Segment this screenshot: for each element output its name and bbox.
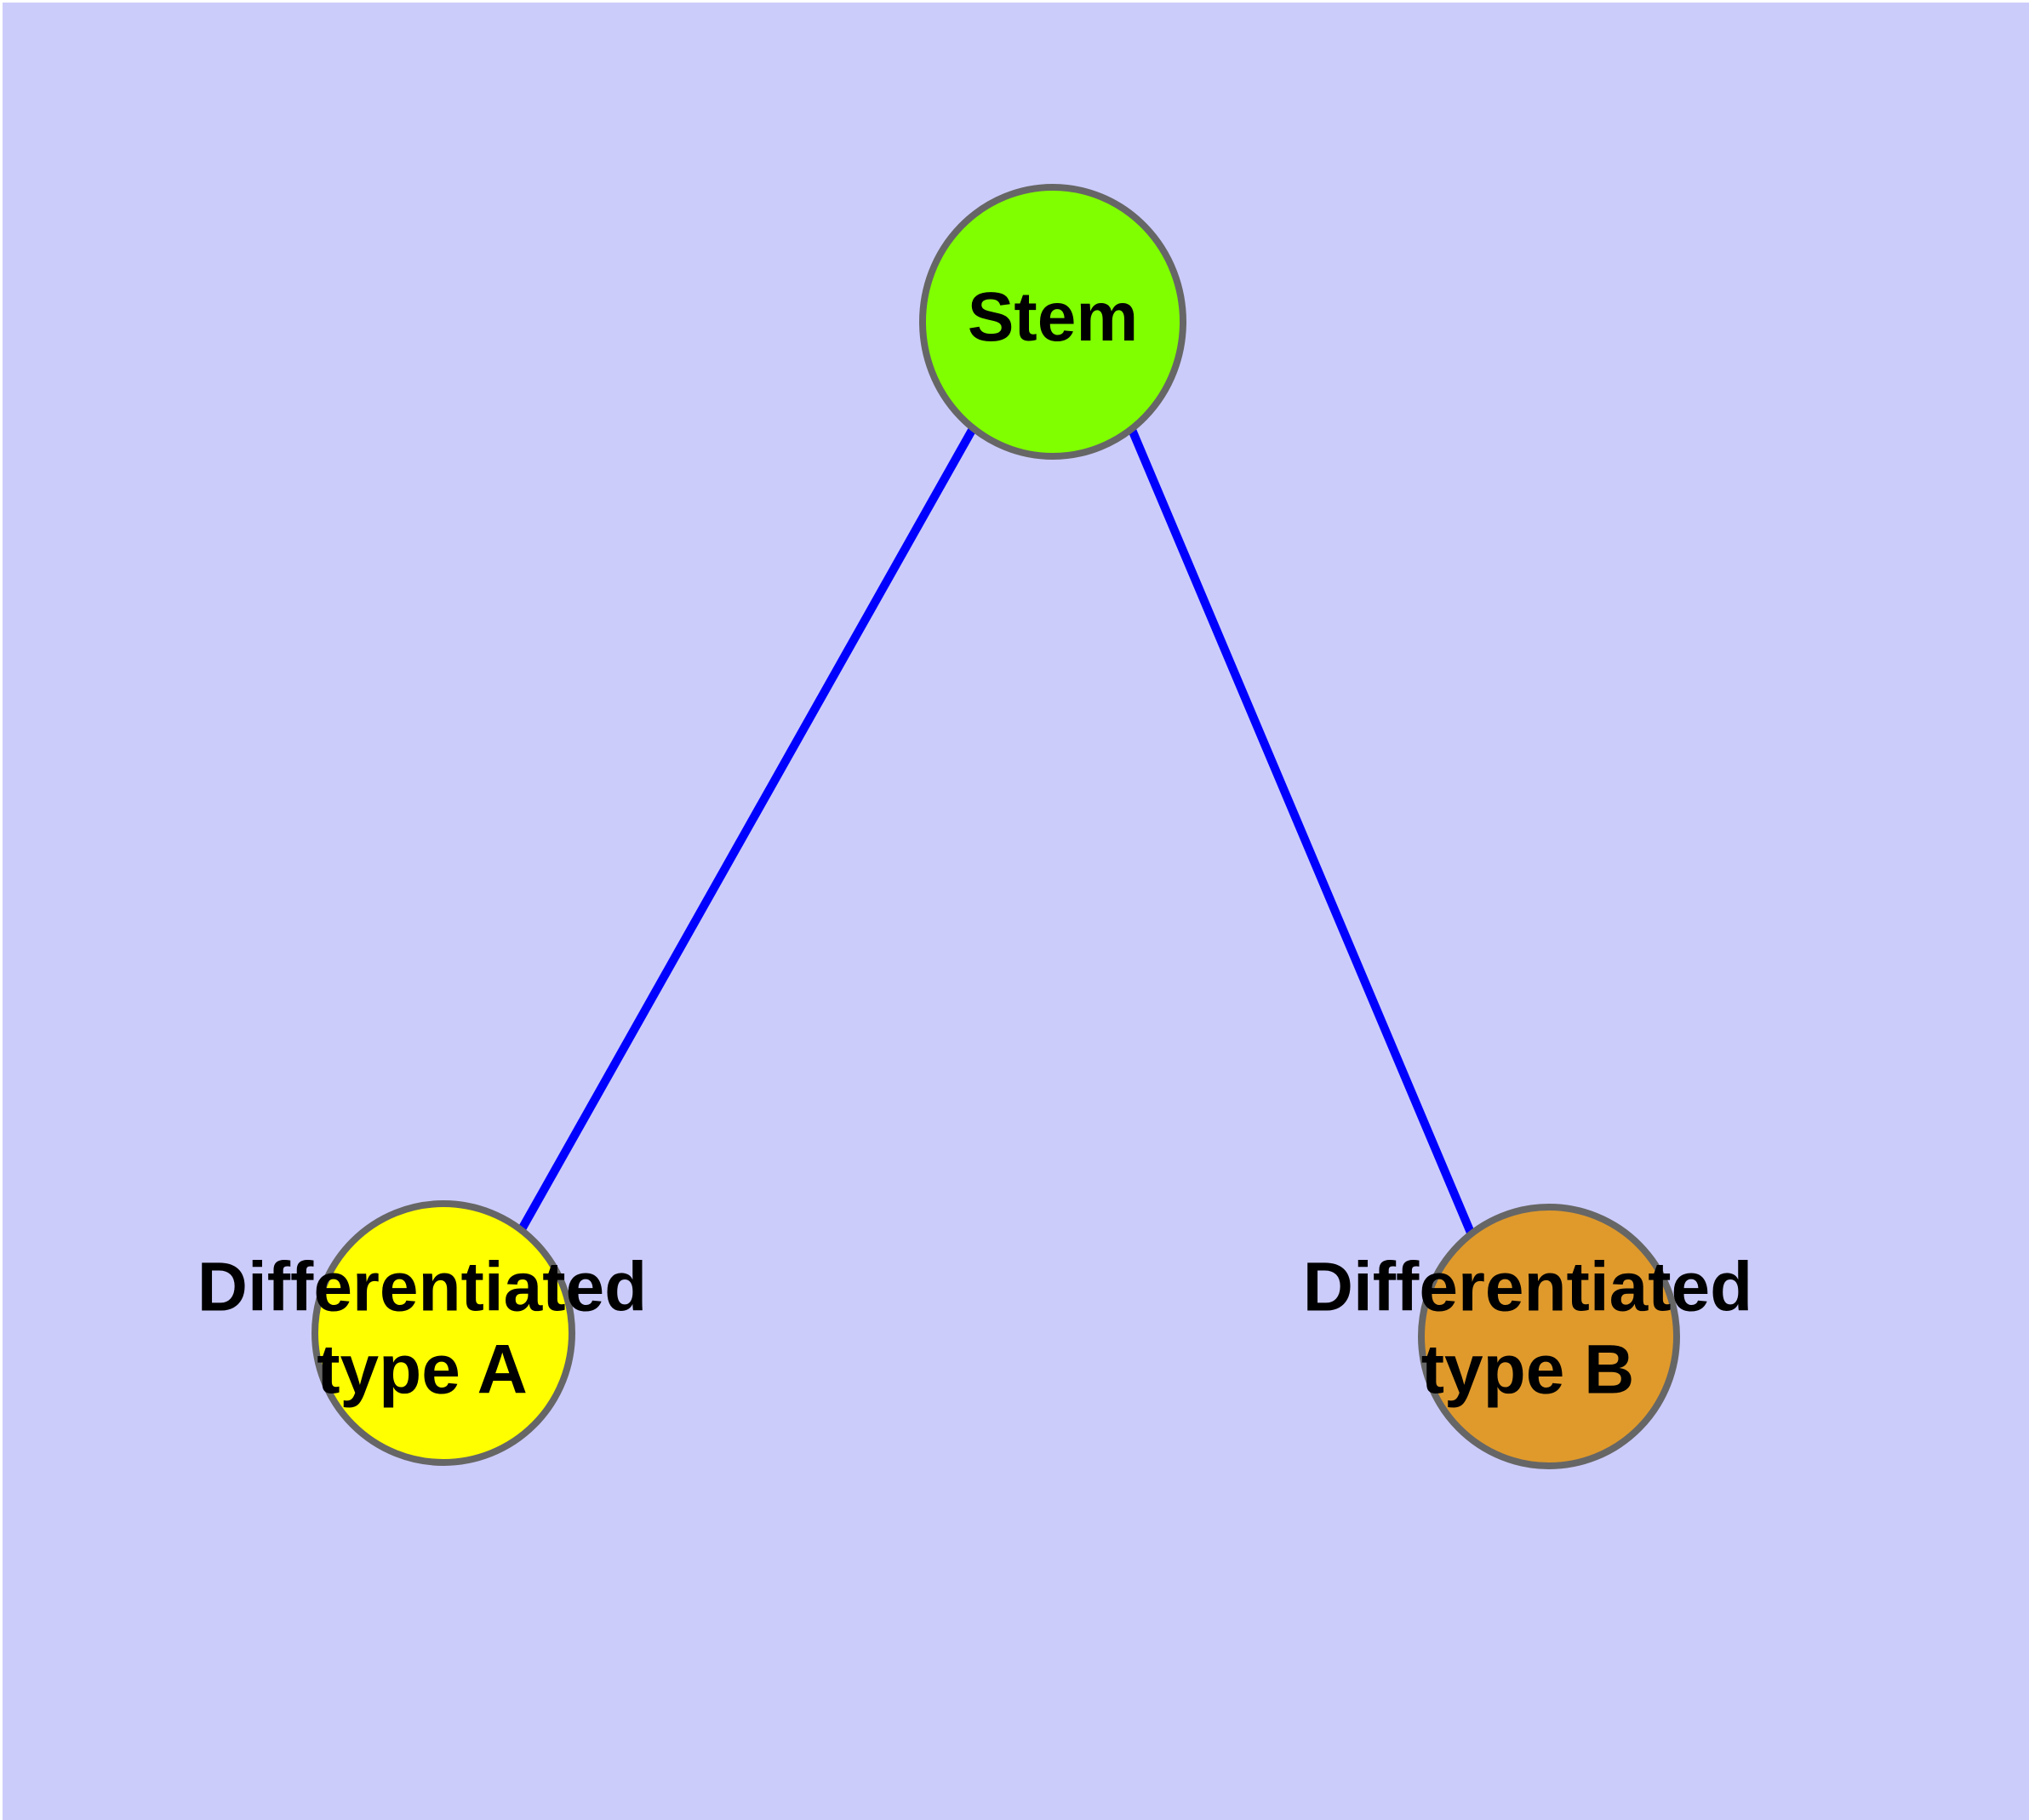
graph-node-diff_a[interactable] [311,1200,575,1466]
graph-node-label-line: Stem [968,278,1139,356]
graph-edge-stem-to-diff-b [1126,424,1475,1234]
graph-node-label-line: type B [1421,1331,1635,1408]
graph-node-label-line: Differentiated [197,1248,648,1325]
graph-node-diff_b[interactable] [1418,1204,1680,1469]
graph-node-label-stem: Stem [968,278,1139,356]
graph-node-label-line: Differentiated [1303,1248,1753,1325]
graph-node-label-line: type A [317,1331,528,1408]
edge-layer [517,423,1475,1234]
graph-node-stem[interactable] [919,184,1186,460]
graph-edge-stem-to-diff-a [517,423,979,1232]
node-layer [311,184,1680,1469]
